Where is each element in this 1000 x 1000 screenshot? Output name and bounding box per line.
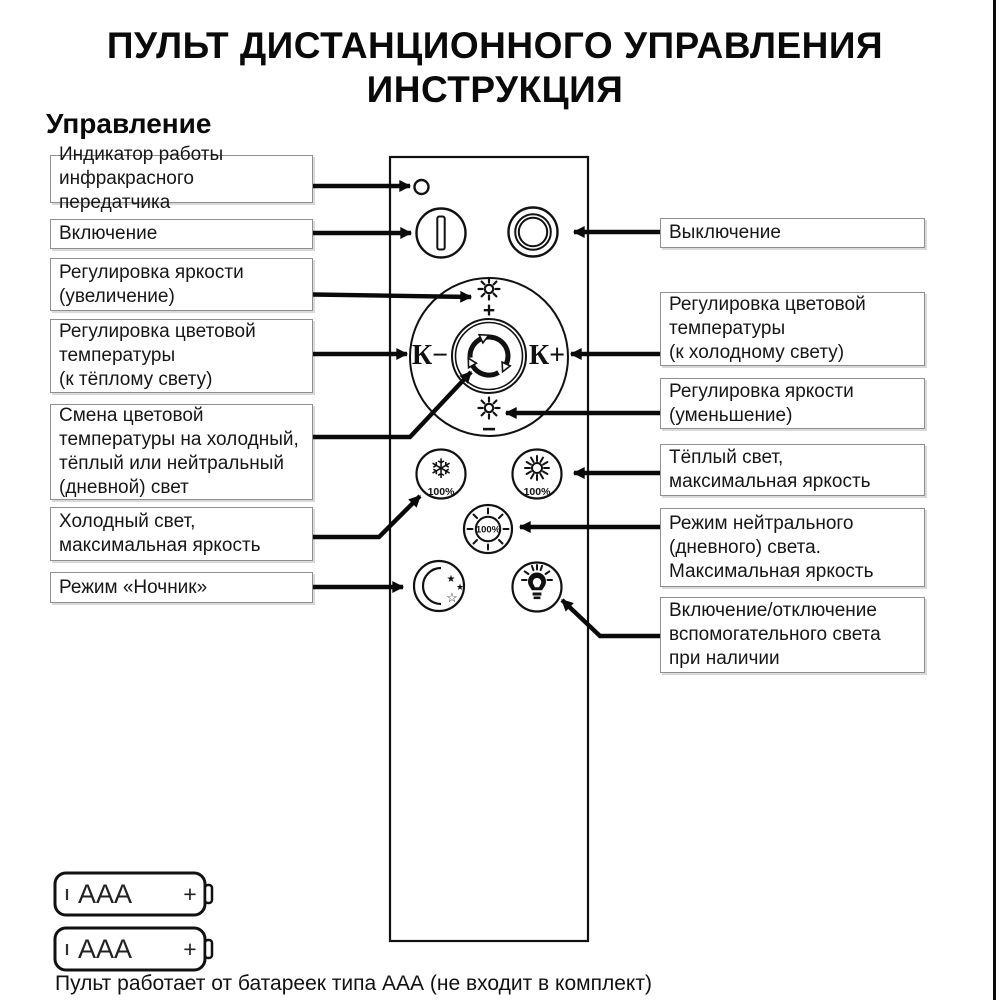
callout-arrows-right: [504, 226, 660, 639]
callout-temp-warm: Регулировка цветовой температуры (к тёпл…: [50, 319, 313, 393]
power-off-ring-icon: [514, 213, 552, 251]
battery-2: AAA +: [53, 926, 214, 972]
night-mode-button: ★ ★ ☆: [412, 559, 466, 613]
callout-warm-max: Тёплый свет, максимальная яркость: [660, 444, 925, 496]
snowflake-icon: ❄: [430, 454, 453, 484]
arrow-cold-max: [313, 494, 422, 540]
battery-plus-label: +: [183, 936, 196, 962]
battery-type-label: AAA: [78, 879, 132, 909]
callout-power-on: Включение: [50, 219, 313, 249]
brightness-minus-label: −: [482, 416, 496, 443]
battery-1: AAA +: [53, 871, 214, 917]
ir-indicator-icon: [413, 178, 430, 196]
sun-icon: [524, 455, 550, 481]
aux-light-button: [511, 561, 563, 613]
battery-nub: [203, 883, 214, 905]
cold-max-label: 100%: [428, 486, 456, 498]
section-heading: Управление: [46, 108, 212, 139]
warm-max-button: 100%: [511, 448, 563, 500]
callout-aux-light: Включение/отключение вспомогательного св…: [660, 597, 925, 673]
callout-night-mode: Режим «Ночник»: [50, 572, 313, 603]
star-icon-1: ★: [447, 574, 456, 585]
k-minus-label: К−: [412, 340, 448, 371]
arrow-temp-cycle: [313, 370, 473, 440]
battery-type-label: AAA: [78, 934, 132, 964]
brightness-down-icon: [477, 396, 501, 420]
cold-max-button: ❄ 100%: [415, 448, 467, 500]
power-on-bar-icon: [436, 215, 446, 251]
neutral-max-label: 100%: [476, 525, 501, 536]
callout-arrows-left: [312, 180, 473, 593]
star-icon-2: ★: [456, 582, 464, 592]
warm-max-label: 100%: [524, 486, 552, 498]
arrow-brightness-up: [312, 290, 473, 303]
central-pad: + К− К+ −: [409, 277, 569, 443]
bulb-icon: [521, 564, 553, 600]
brightness-plus-label: +: [483, 299, 495, 322]
star-outline-icon: ☆: [446, 590, 458, 605]
callout-temp-cycle: Смена цветовой температуры на холодный, …: [50, 404, 313, 500]
callout-power-off: Выключение: [660, 218, 925, 248]
battery-note: Пульт работает от батареек типа ААА (не …: [55, 972, 652, 995]
callout-brightness-down: Регулировка яркости (уменьшение): [660, 378, 925, 429]
brightness-up-icon: [477, 277, 501, 301]
neutral-rays-icon: [466, 507, 510, 551]
page-title-line1: ПУЛЬТ ДИСТАНЦИОННОГО УПРАВЛЕНИЯ: [106, 25, 884, 66]
battery-plus-label: +: [183, 881, 196, 907]
page-title-line2: ИНСТРУКЦИЯ: [366, 69, 624, 110]
page-title: ПУЛЬТ ДИСТАНЦИОННОГО УПРАВЛЕНИЯ ИНСТРУКЦ…: [0, 24, 990, 112]
moon-icon: [421, 566, 442, 606]
neutral-max-button: 100%: [462, 503, 514, 555]
k-plus-label: К+: [529, 340, 565, 371]
power-off-button: [507, 206, 559, 258]
power-on-button: [415, 207, 467, 259]
cycle-icon: [467, 333, 512, 378]
arrow-aux-light: [560, 598, 660, 639]
callout-temp-cold: Регулировка цветовой температуры (к холо…: [660, 292, 925, 366]
callout-cold-max: Холодный свет, максимальная яркость: [50, 507, 313, 561]
callout-brightness-up: Регулировка яркости (увеличение): [50, 258, 313, 311]
battery-nub: [203, 938, 214, 960]
callout-neutral-max: Режим нейтрального (дневного) света. Мак…: [660, 508, 925, 587]
